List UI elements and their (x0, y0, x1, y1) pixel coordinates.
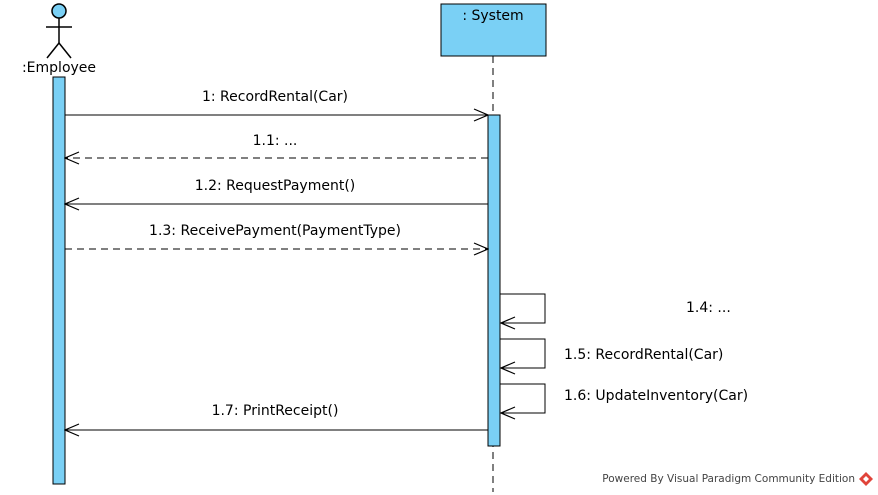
system-activation-bar (487, 114, 501, 447)
footer-watermark: Powered By Visual Paradigm Community Edi… (602, 472, 873, 486)
message-1-7: 1.7: PrintReceipt() (65, 403, 488, 430)
message-1-5: 1.5: RecordRental(Car) (500, 338, 723, 368)
actor-employee: :Employee (22, 3, 96, 76)
footer-text: Powered By Visual Paradigm Community Edi… (602, 473, 855, 485)
message-1-4: 1.4: ... (500, 293, 731, 323)
actor-label: :Employee (22, 60, 96, 76)
system-lifeline: : System (440, 3, 547, 492)
message-label: 1.1: ... (253, 133, 298, 149)
system-object-box (440, 3, 547, 57)
actor-stick-figure-icon (46, 3, 72, 59)
message-1-2: 1.2: RequestPayment() (65, 178, 488, 204)
message-1-1: 1.1: ... (65, 133, 488, 158)
employee-activation-bar (52, 76, 66, 485)
message-label: 1.5: RecordRental(Car) (564, 347, 723, 363)
message-1-3: 1.3: ReceivePayment(PaymentType) (65, 223, 488, 249)
visual-paradigm-logo-icon (859, 472, 873, 486)
message-1: 1: RecordRental(Car) (65, 89, 488, 115)
message-label: 1.4: ... (686, 300, 731, 316)
message-label: 1: RecordRental(Car) (202, 89, 348, 105)
message-label: 1.2: RequestPayment() (195, 178, 356, 194)
message-label: 1.6: UpdateInventory(Car) (564, 388, 748, 404)
message-label: 1.3: ReceivePayment(PaymentType) (149, 223, 401, 239)
message-1-6: 1.6: UpdateInventory(Car) (500, 383, 748, 413)
system-label: : System (462, 8, 523, 24)
message-label: 1.7: PrintReceipt() (212, 403, 339, 419)
